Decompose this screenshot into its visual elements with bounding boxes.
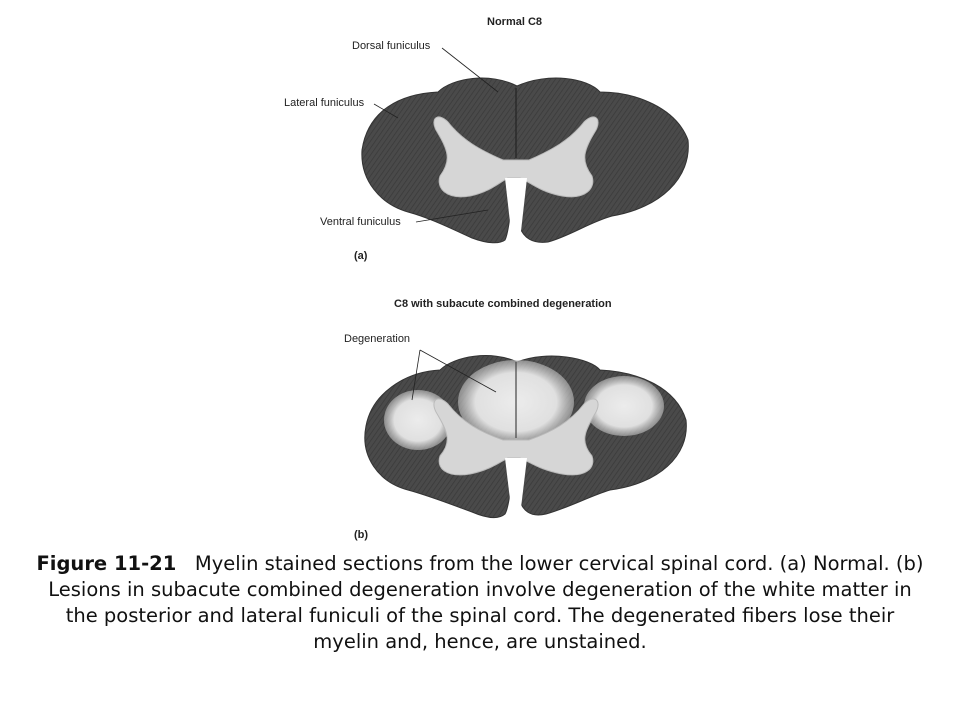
- degenerated-c8-section: [364, 349, 687, 519]
- ventral-leader: [415, 209, 489, 223]
- panel-b-title: C8 with subacute combined degeneration: [394, 298, 612, 310]
- dorsal-funiculus-label: Dorsal funiculus: [352, 40, 431, 52]
- panel-a-title: Normal C8: [487, 16, 543, 28]
- right-lateral-lesion: [584, 376, 664, 436]
- figure-caption: Figure 11-21 Myelin stained sections fro…: [30, 551, 930, 655]
- panel-a-letter: (a): [354, 250, 368, 262]
- degeneration-leader-lateral: [411, 349, 421, 401]
- dorsal-leader: [441, 47, 499, 93]
- lateral-funiculus-label: Lateral funiculus: [284, 97, 365, 109]
- degeneration-label: Degeneration: [344, 333, 411, 345]
- ventral-fissure: [505, 178, 527, 240]
- ventral-funiculus-label: Ventral funiculus: [320, 216, 401, 228]
- caption-text: Myelin stained sections from the lower c…: [48, 552, 924, 653]
- ventral-fissure: [505, 458, 527, 516]
- figure-number: Figure 11-21: [36, 552, 177, 575]
- normal-c8-section: [361, 47, 689, 244]
- lateral-leader: [373, 103, 399, 119]
- panel-b-letter: (b): [354, 529, 369, 541]
- degeneration-leader-dorsal: [419, 349, 497, 393]
